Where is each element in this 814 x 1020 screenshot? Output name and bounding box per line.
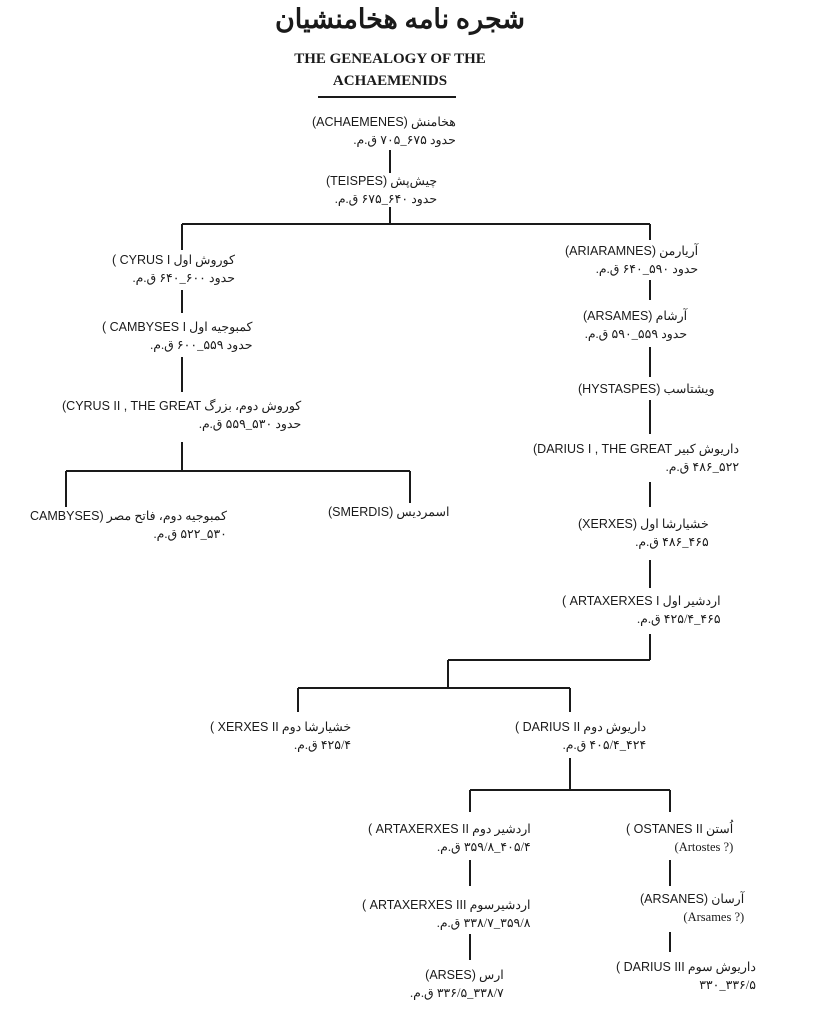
name-en: ( CYRUS I [112, 253, 171, 267]
node-smerdis: اسمردیس (SMERDIS) [328, 503, 449, 521]
name-fa: داریوش دوم [583, 720, 647, 734]
node-artaxerxes-i: اردشیر اول ( ARTAXERXES I ۴۶۵_۴۲۵/۴ ق.م. [562, 592, 721, 628]
reign-dates: حدود ۵۹۰_۶۴۰ ق.م. [595, 262, 699, 276]
node-ariaramnes: آریارمن (ARIARAMNES) حدود ۵۹۰_۶۴۰ ق.م. [565, 242, 698, 278]
node-cambyses-ii: کمبوجیه دوم، فاتح مصر CAMBYSES) ۵۳۰_۵۲۲ … [30, 507, 227, 543]
reign-dates: ۴۶۵_۴۲۵/۴ ق.م. [636, 612, 721, 626]
reign-dates: ۵۳۰_۵۲۲ ق.م. [153, 527, 227, 541]
title-underline [318, 96, 456, 98]
node-cambyses-i: کمبوجیه اول ( CAMBYSES I حدود ۵۵۹_۶۰۰ ق.… [102, 318, 253, 354]
name-fa: ویشتاسب [663, 382, 715, 396]
name-fa: چیش‌پش [390, 174, 438, 188]
reign-dates: ۴۰۵/۴_۳۵۹/۸ ق.م. [437, 840, 531, 854]
reign-dates: ۳۵۹/۸_۳۳۸/۷ ق.م. [436, 916, 531, 930]
node-arsames: آرشام (ARSAMES) حدود ۵۵۹_۵۹۰ ق.م. [583, 307, 687, 343]
name-fa: اردشیر اول [662, 594, 721, 608]
name-en: ( DARIUS II [515, 720, 581, 734]
name-fa: اسمردیس [396, 505, 450, 519]
reign-dates: ۴۲۵/۴ ق.م. [293, 738, 352, 752]
node-darius-i: داریوش کبیر (DARIUS I , THE GREAT ۵۲۲_۴۸… [533, 440, 739, 476]
name-en: (XERXES) [578, 517, 638, 531]
node-cyrus-ii: کوروش دوم، بزرگ (CYRUS II , THE GREAT حد… [62, 397, 301, 433]
name-fa: داریوش کبیر [675, 442, 740, 456]
reign-dates: حدود ۵۵۹_۵۹۰ ق.م. [584, 327, 688, 341]
node-arsanes: آرسان (ARSANES) (? Arsames) [640, 890, 744, 926]
name-en: (SMERDIS) [328, 505, 394, 519]
name-en: ( XERXES II [210, 720, 279, 734]
name-fa: آرشام [655, 309, 688, 323]
node-hystaspes: ویشتاسب (HYSTASPES) [578, 380, 715, 398]
node-xerxes-i: خشیارشا اول (XERXES) ۴۶۵_۴۸۶ ق.م. [578, 515, 709, 551]
name-en: (ARSANES) [640, 892, 709, 906]
title-en-line1: THE GENEALOGY OF THE [294, 51, 486, 67]
alias: (? Artostes) [674, 840, 734, 854]
name-en: ( DARIUS III [616, 960, 685, 974]
name-en: ( ARTAXERXES III [362, 898, 467, 912]
alias: (? Arsames) [683, 910, 745, 924]
page-title-persian: شجره نامه هخامنشیان [274, 4, 526, 34]
node-darius-ii: داریوش دوم ( DARIUS II ۴۲۴_۴۰۵/۴ ق.م. [515, 718, 646, 754]
name-fa: داریوش سوم [687, 960, 756, 974]
node-darius-iii: داریوش سوم ( DARIUS III ۳۳۶/۵_۳۳۰ [616, 958, 756, 994]
name-en: (ACHAEMENES) [312, 115, 408, 129]
name-en: (HYSTASPES) [578, 382, 661, 396]
name-en: (DARIUS I , THE GREAT [533, 442, 673, 456]
reign-dates: ۵۲۲_۴۸۶ ق.م. [665, 460, 740, 474]
name-en: ( ARTAXERXES I [562, 594, 660, 608]
page-title-english: THE GENEALOGY OF THE ACHAEMENIDS [270, 48, 510, 92]
name-fa: اردشیرسوم [469, 898, 531, 912]
name-fa: ارس [478, 968, 504, 982]
node-artaxerxes-iii: اردشیرسوم ( ARTAXERXES III ۳۵۹/۸_۳۳۸/۷ ق… [362, 896, 530, 932]
node-cyrus-i: کوروش اول ( CYRUS I حدود ۶۰۰_۶۴۰ ق.م. [112, 251, 235, 287]
reign-dates: ۳۳۸/۷_۳۳۶/۵ ق.م. [410, 986, 504, 1000]
reign-dates: ۳۳۶/۵_۳۳۰ [699, 978, 756, 992]
name-fa: هخامنش [410, 115, 456, 129]
reign-dates: حدود ۵۵۹_۶۰۰ ق.م. [150, 338, 253, 352]
name-fa: کمبوجیه دوم، فاتح مصر [106, 509, 227, 523]
name-fa: خشیارشا دوم [281, 720, 352, 734]
reign-dates: حدود ۶۷۵_۷۰۵ ق.م. [353, 133, 456, 147]
title-en-line2: ACHAEMENIDS [332, 73, 448, 89]
name-en: (TEISPES) [326, 174, 388, 188]
reign-dates: حدود ۶۰۰_۶۴۰ ق.م. [132, 271, 235, 285]
name-fa: آریارمن [659, 244, 699, 258]
node-xerxes-ii: خشیارشا دوم ( XERXES II ۴۲۵/۴ ق.م. [210, 718, 351, 754]
name-fa: اردشیر دوم [472, 822, 531, 836]
node-achaemenes: هخامنش (ACHAEMENES) حدود ۶۷۵_۷۰۵ ق.م. [312, 113, 456, 149]
name-en: (ARIARAMNES) [565, 244, 656, 258]
node-arses: ارس (ARSES) ۳۳۸/۷_۳۳۶/۵ ق.م. [410, 966, 504, 1002]
name-en: (CYRUS II , THE GREAT [62, 399, 202, 413]
reign-dates: حدود ۵۳۰_۵۵۹ ق.م. [198, 417, 302, 431]
name-en: ( CAMBYSES I [102, 320, 187, 334]
reign-dates: حدود ۶۴۰_۶۷۵ ق.م. [334, 192, 438, 206]
reign-dates: ۴۶۵_۴۸۶ ق.م. [635, 535, 709, 549]
node-artaxerxes-ii: اردشیر دوم ( ARTAXERXES II ۴۰۵/۴_۳۵۹/۸ ق… [368, 820, 531, 856]
name-en: (ARSES) [425, 968, 476, 982]
node-ostanes-ii: اُستن ( OSTANES II (? Artostes) [626, 820, 733, 856]
name-fa: آرسان [711, 892, 745, 906]
name-en: CAMBYSES) [30, 509, 104, 523]
name-fa: کوروش اول [173, 253, 235, 267]
name-fa: خشیارشا اول [640, 517, 709, 531]
name-fa: اُستن [706, 822, 734, 836]
node-teispes: چیش‌پش (TEISPES) حدود ۶۴۰_۶۷۵ ق.م. [326, 172, 437, 208]
name-fa: کوروش دوم، بزرگ [204, 399, 302, 413]
reign-dates: ۴۲۴_۴۰۵/۴ ق.م. [562, 738, 647, 752]
name-fa: کمبوجیه اول [189, 320, 253, 334]
name-en: (ARSAMES) [583, 309, 653, 323]
name-en: ( ARTAXERXES II [368, 822, 469, 836]
name-en: ( OSTANES II [626, 822, 703, 836]
